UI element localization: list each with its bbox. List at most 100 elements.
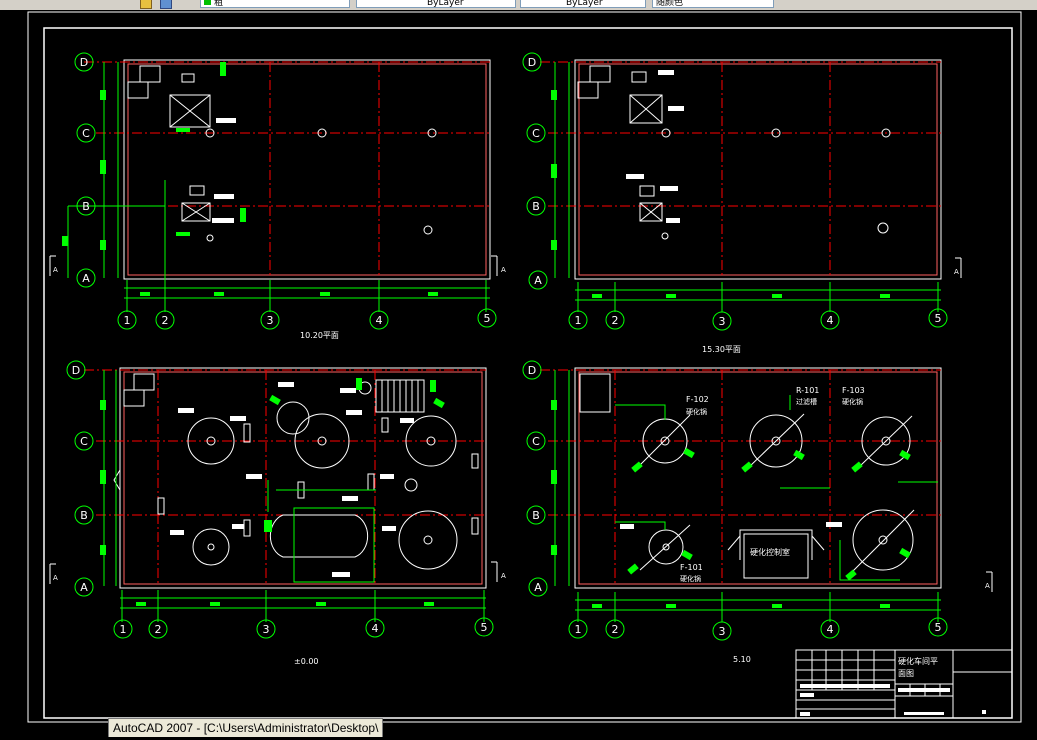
equipment-tag: F-103 [842,386,865,395]
grid-row-label: B [80,509,88,522]
plan-caption: ±0.00 [294,657,319,666]
grid-row-label: B [532,509,540,522]
grid-row-label: B [82,200,90,213]
grid-row-label: C [80,435,88,448]
stair-icon [139,65,161,83]
equipment-tag: F-101 [680,563,703,572]
grid-row-label: C [82,127,90,140]
plan-top-right: 15.30平面 [540,59,942,354]
sheet-inner-border [43,27,1013,719]
grid-col-label: 2 [155,623,162,636]
layer-state-icon[interactable] [140,0,152,9]
column-marker [317,128,327,138]
tank-circle [192,528,230,566]
linetype-dropdown[interactable]: ByLayer [520,0,646,8]
grid-col-label: 1 [124,314,131,327]
grid-col-label: 2 [162,314,169,327]
tank-circle [187,417,235,465]
model-space-canvas[interactable]: 10.20平面 15.30平面 [0,10,1037,736]
reactor-circle [648,529,684,565]
section-mark-label: A [501,572,506,580]
section-mark-label: A [53,266,58,274]
plan-caption: 5.10 [733,655,751,664]
grid-col-label: 5 [484,312,491,325]
plan-top-left: 10.20平面 [62,59,491,340]
tank-circle [294,413,350,469]
wall-inner-line [578,371,938,585]
plan-bottom-right: 硬化控制室 F-102 硬化锅 R-101 过滤槽 F-103 硬化锅 F-10… [540,367,942,664]
section-marks: A A A A A A [49,255,993,592]
window-title-tooltip: AutoCAD 2007 - [C:\Users\Administrator\D… [108,718,384,737]
control-room-label: 硬化控制室 [750,547,790,557]
column-marker [427,128,437,138]
plan-caption: 15.30平面 [702,345,741,354]
grid-col-label: 4 [372,622,379,635]
layer-color-swatch-icon [204,0,211,5]
wall-inner-line [578,63,938,276]
layer-dropdown[interactable]: 粗 [200,0,350,8]
horizontal-vessel [269,514,369,558]
grid-row-label: B [532,200,540,213]
lineweight-dropdown[interactable]: 随颜色 [652,0,774,8]
sheet-outer-border [27,11,1022,723]
grid-bubbles [66,52,948,641]
title-block [795,649,1013,719]
grid-col-label: 5 [935,312,942,325]
equipment-name: 过滤槽 [796,397,817,406]
grid-row-label: D [528,364,536,377]
equipment-name: 硬化锅 [680,574,701,583]
equipment-name: 硬化锅 [686,407,707,416]
stair-icon [579,373,611,413]
title-block-title: 硬化车间平 [898,656,938,666]
grid-row-label: C [532,127,540,140]
section-mark-label: A [985,582,990,590]
wall-inner-line [123,371,483,585]
grid-col-label: 5 [481,621,488,634]
building-outline [119,367,487,589]
control-room-outline [739,529,813,560]
section-mark-label: A [954,268,959,276]
grid-row-label: D [528,56,536,69]
tank-circle [405,415,457,467]
grid-col-label: 1 [575,623,582,636]
grid-row-label: A [80,581,88,594]
building-outline [574,59,942,280]
tank-circle [276,401,310,435]
grid-col-label: 2 [612,623,619,636]
grid-col-label: 4 [827,623,834,636]
column-marker [205,128,215,138]
building-outline [123,59,491,280]
grid-row-label: A [534,274,542,287]
equipment-name: 硬化锅 [842,397,863,406]
reactor-circle [861,416,911,466]
layer-previous-icon[interactable] [160,0,172,9]
grid-col-label: 3 [719,315,726,328]
tank-circle [398,510,458,570]
grid-col-label: 2 [612,314,619,327]
equipment-box [181,202,211,222]
grid-col-label: 1 [575,314,582,327]
grid-col-label: 5 [935,621,942,634]
grid-row-label: D [80,56,88,69]
equipment-tag: F-102 [686,395,709,404]
building-outline [574,367,942,589]
reactor-circle [749,414,803,468]
color-dropdown[interactable]: ByLayer [356,0,516,8]
grid-col-label: 3 [263,623,270,636]
grid-col-label: 1 [120,623,127,636]
plan-bottom-left: ±0.00 [84,367,487,666]
plan-caption: 10.20平面 [300,331,339,340]
reactor-circle [852,509,914,571]
title-block-title: 面图 [898,669,914,678]
grid-row-label: A [534,581,542,594]
equipment-box [169,94,211,128]
section-mark-label: A [501,266,506,274]
grid-row-label: C [532,435,540,448]
grid-col-label: 4 [827,314,834,327]
grid-col-label: 3 [719,625,726,638]
wall-inner-line [127,63,487,276]
section-mark-label: A [53,574,58,582]
grid-col-label: 3 [267,314,274,327]
column-marker [423,225,433,235]
grid-col-label: 4 [376,314,383,327]
